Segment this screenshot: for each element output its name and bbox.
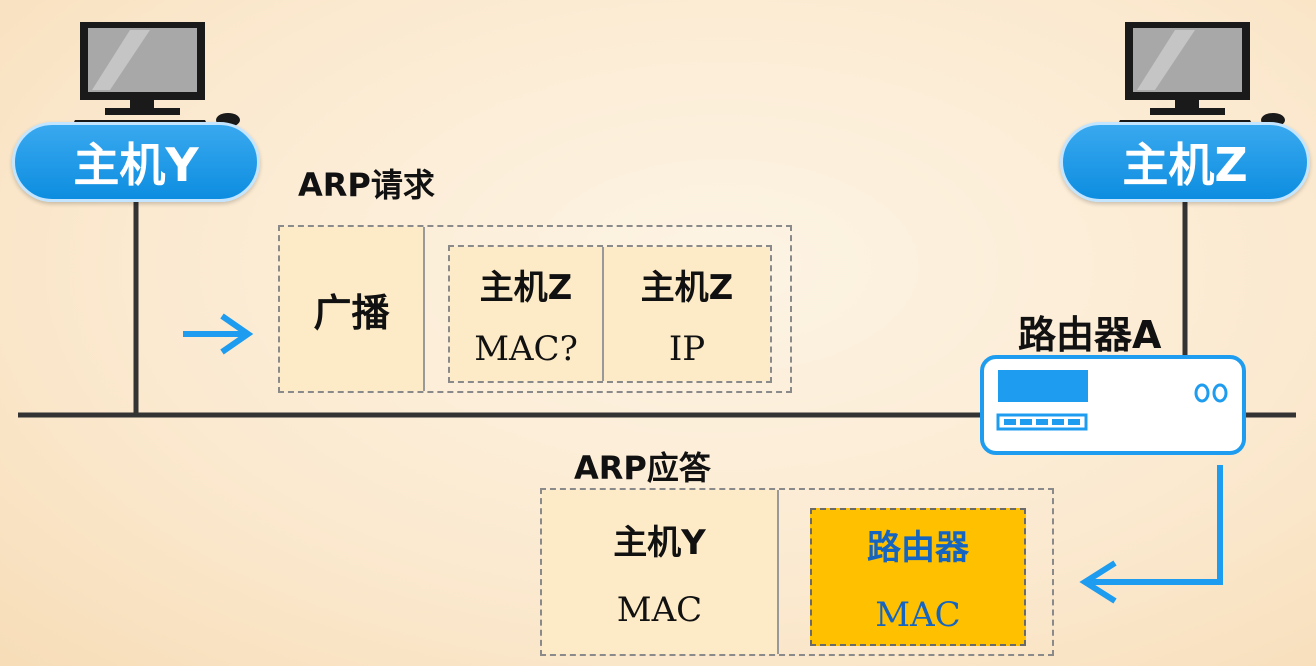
broadcast-label: 广播 <box>313 290 390 335</box>
dest-mac-field: 主机Y MAC <box>542 490 779 654</box>
dest-mac-text: 主机Y MAC <box>613 515 706 630</box>
dest-mac-line1: 主机Y <box>613 522 706 563</box>
host-y-badge: 主机Y <box>12 122 260 202</box>
host-z-computer-icon <box>1115 22 1285 130</box>
target-mac-line2: MAC? <box>474 328 578 369</box>
arp-request-title-text: ARP请求 <box>298 166 435 204</box>
arp-reply-packet: 主机Y MAC 路由器 MAC <box>540 488 1054 656</box>
target-ip-line2: IP <box>668 328 706 369</box>
router-icon <box>980 355 1246 455</box>
router-mac-line2: MAC <box>875 594 961 635</box>
broadcast-field: 广播 <box>280 227 425 391</box>
host-y-computer-icon <box>70 22 240 130</box>
target-ip-text: 主机Z IP <box>641 260 734 369</box>
target-mac-line1: 主机Z <box>479 267 573 308</box>
dest-mac-line2: MAC <box>616 589 703 630</box>
arp-reply-title: ARP应答 <box>574 443 711 489</box>
host-y-label: 主机Y <box>73 138 199 192</box>
router-mac-line1: 路由器 <box>867 527 969 568</box>
arp-request-payload: 主机Z MAC? 主机Z IP <box>448 245 772 383</box>
arp-request-title: ARP请求 <box>298 160 435 206</box>
host-z-label: 主机Z <box>1122 138 1248 192</box>
request-arrow-icon <box>183 313 254 355</box>
target-mac-field: 主机Z MAC? <box>450 247 604 381</box>
router-mac-text: 路由器 MAC <box>867 520 969 635</box>
arp-reply-title-text: ARP应答 <box>574 449 711 487</box>
host-z-badge: 主机Z <box>1060 122 1310 202</box>
router-mac-field: 路由器 MAC <box>810 508 1026 646</box>
reply-arrow-icon <box>1079 465 1223 604</box>
router-label: 路由器A <box>1018 313 1162 357</box>
arp-request-packet: 广播 主机Z MAC? 主机Z IP <box>278 225 792 393</box>
target-ip-field: 主机Z IP <box>604 247 770 381</box>
target-mac-text: 主机Z MAC? <box>474 260 578 369</box>
target-ip-line1: 主机Z <box>640 267 734 308</box>
